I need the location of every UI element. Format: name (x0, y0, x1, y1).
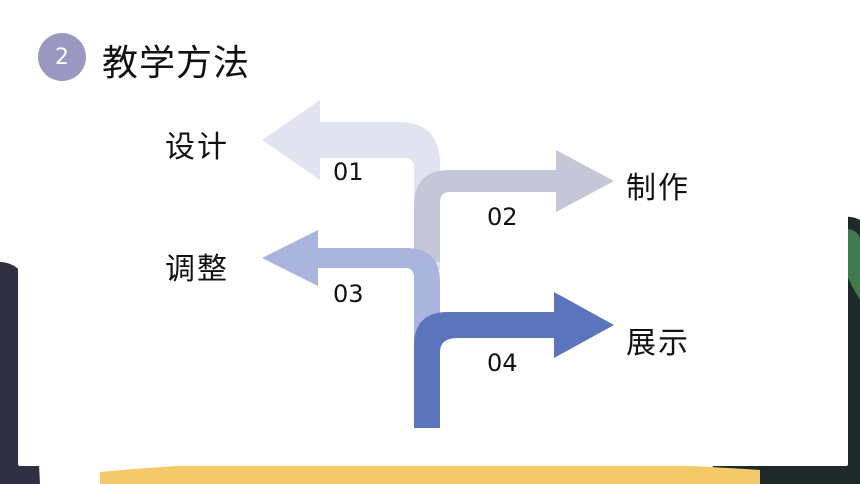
section-number-badge: 2 (38, 33, 86, 81)
arrow-01 (262, 100, 440, 270)
slide-title: 教学方法 (102, 43, 251, 84)
step-label-01: 设计 (165, 130, 229, 165)
step-number-03: 03 (333, 280, 364, 308)
step-number-04: 04 (487, 349, 518, 377)
step-label-02: 制作 (626, 171, 690, 206)
step-number-02: 02 (487, 203, 518, 231)
step-label-03: 调整 (165, 252, 229, 287)
arrow-02 (414, 150, 614, 262)
step-number-01: 01 (333, 158, 364, 186)
step-label-04: 展示 (626, 326, 690, 361)
arrow-04 (414, 292, 614, 428)
arrow-03 (262, 230, 440, 428)
